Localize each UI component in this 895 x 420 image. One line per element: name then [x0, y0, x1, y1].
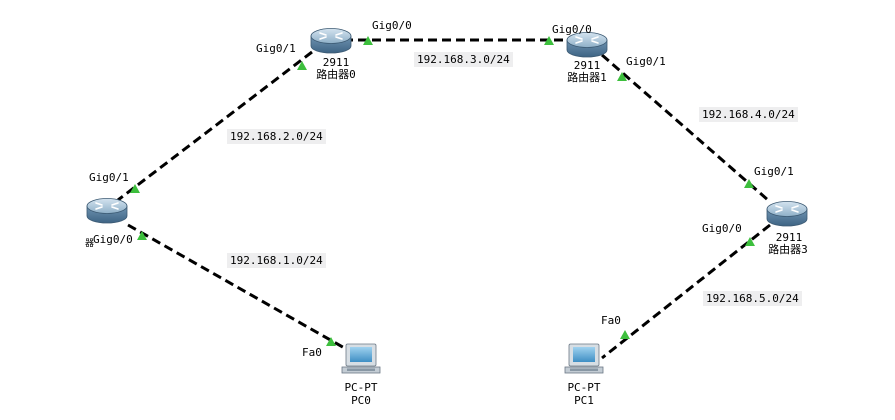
- port-label: Fa0: [601, 314, 621, 327]
- port-label: Gig0/0: [372, 19, 412, 32]
- link-r2-pc0: [127, 223, 349, 352]
- router-icon-router2[interactable]: [86, 197, 128, 224]
- port-label: Gig0/1: [256, 42, 296, 55]
- device-model-router3: 2911: [775, 231, 803, 244]
- link-r3-pc1: [601, 223, 771, 360]
- device-model-router1: 2911: [573, 59, 601, 72]
- port-up-indicator: [745, 237, 755, 246]
- port-up-indicator: [617, 72, 627, 81]
- port-up-indicator: [620, 330, 630, 339]
- device-name-router3: 路由器3: [768, 243, 808, 256]
- device-name-pc0: PC0: [351, 394, 371, 407]
- device-name-router1: 路由器1: [567, 71, 607, 84]
- device-model-pc1: PC-PT: [567, 381, 601, 394]
- port-up-indicator: [544, 36, 554, 45]
- port-label: Fa0: [302, 346, 322, 359]
- port-up-indicator: [326, 337, 336, 346]
- port-label: Gig0/0: [552, 23, 592, 36]
- pc-icon-pc1[interactable]: [564, 343, 604, 374]
- network-label-r3-pc1: 192.168.5.0/24: [703, 291, 802, 306]
- link-r0-r2: [117, 50, 313, 202]
- network-label-r0-r2: 192.168.2.0/24: [227, 129, 326, 144]
- port-up-indicator: [744, 179, 754, 188]
- device-name-pc1: PC1: [574, 394, 594, 407]
- port-up-indicator: [297, 61, 307, 70]
- device-model-router0: 2911: [322, 56, 350, 69]
- device-name-router0: 路由器0: [316, 68, 356, 81]
- network-label-r0-r1: 192.168.3.0/24: [414, 52, 513, 67]
- port-up-indicator: [130, 184, 140, 193]
- port-up-indicator: [137, 231, 147, 240]
- port-label: Gig0/1: [89, 171, 129, 184]
- port-up-indicator: [363, 36, 373, 45]
- router-icon-router3[interactable]: [766, 200, 808, 227]
- port-label: Gig0/0: [702, 222, 742, 235]
- device-model-pc0: PC-PT: [344, 381, 378, 394]
- link-r1-r3: [601, 53, 769, 202]
- pc-icon-pc0[interactable]: [341, 343, 381, 374]
- port-label: Gig0/1: [754, 165, 794, 178]
- network-label-r1-r3: 192.168.4.0/24: [699, 107, 798, 122]
- network-label-r2-pc0: 192.168.1.0/24: [227, 253, 326, 268]
- router-icon-router1[interactable]: [566, 31, 608, 58]
- port-label: Gig0/1: [626, 55, 666, 68]
- device-name-router2: 器: [85, 239, 95, 249]
- port-label: Gig0/0: [93, 233, 133, 246]
- router-icon-router0[interactable]: [310, 27, 352, 54]
